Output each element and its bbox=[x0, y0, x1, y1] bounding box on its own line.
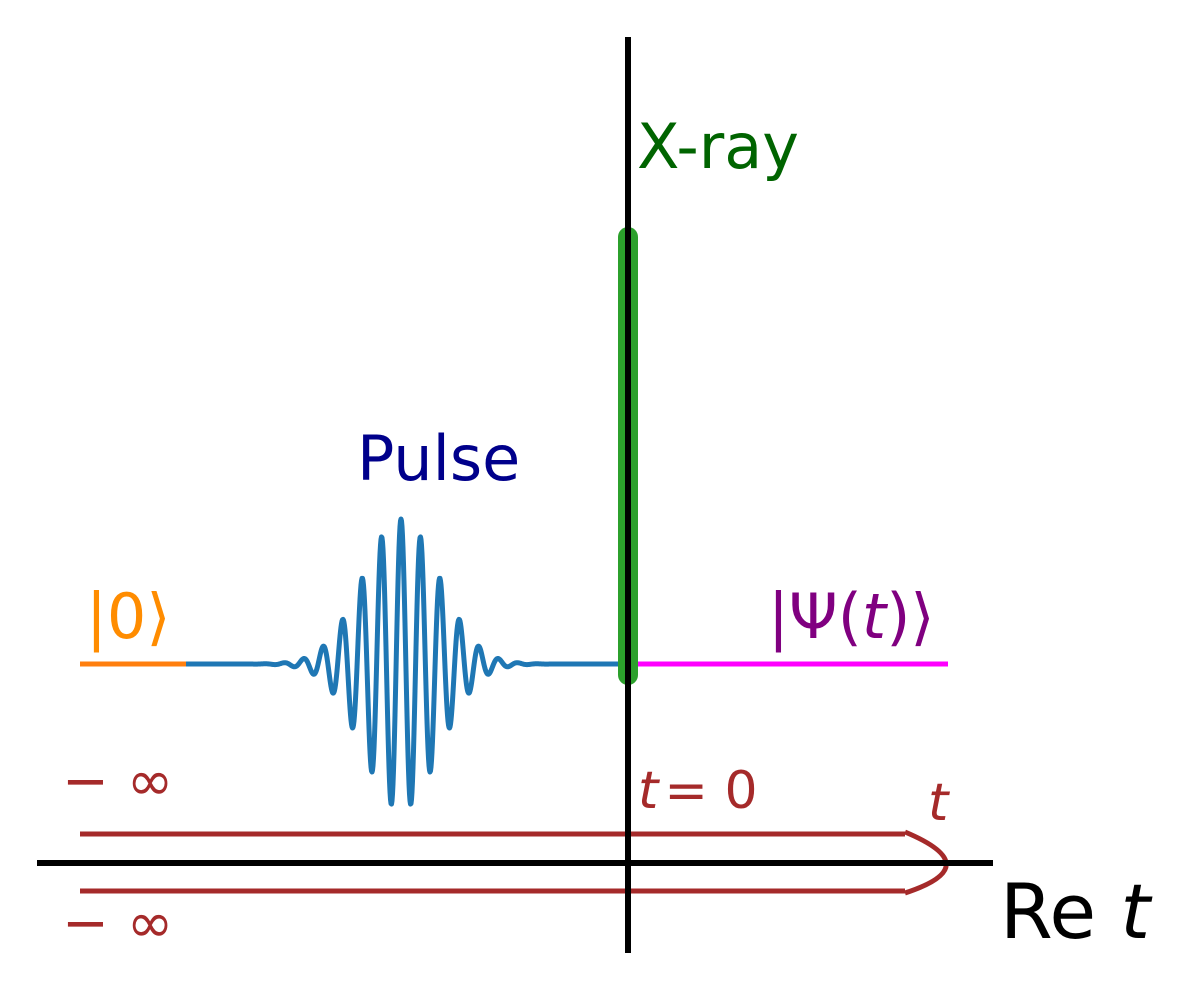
final-state-label: |Ψ(t)⟩ bbox=[768, 580, 935, 654]
minus-infinity-top-label: − ∞ bbox=[62, 749, 173, 814]
initial-state-label: |0⟩ bbox=[86, 580, 171, 654]
t-zero-label: t= 0 bbox=[638, 761, 758, 821]
xray-label: X-ray bbox=[637, 110, 799, 183]
t-end-label: t bbox=[928, 773, 950, 833]
real-axis-label: Re t bbox=[1000, 867, 1153, 956]
pulse-waveform bbox=[184, 516, 622, 807]
minus-infinity-bottom-label: − ∞ bbox=[62, 891, 173, 956]
pulse-label: Pulse bbox=[357, 422, 520, 495]
